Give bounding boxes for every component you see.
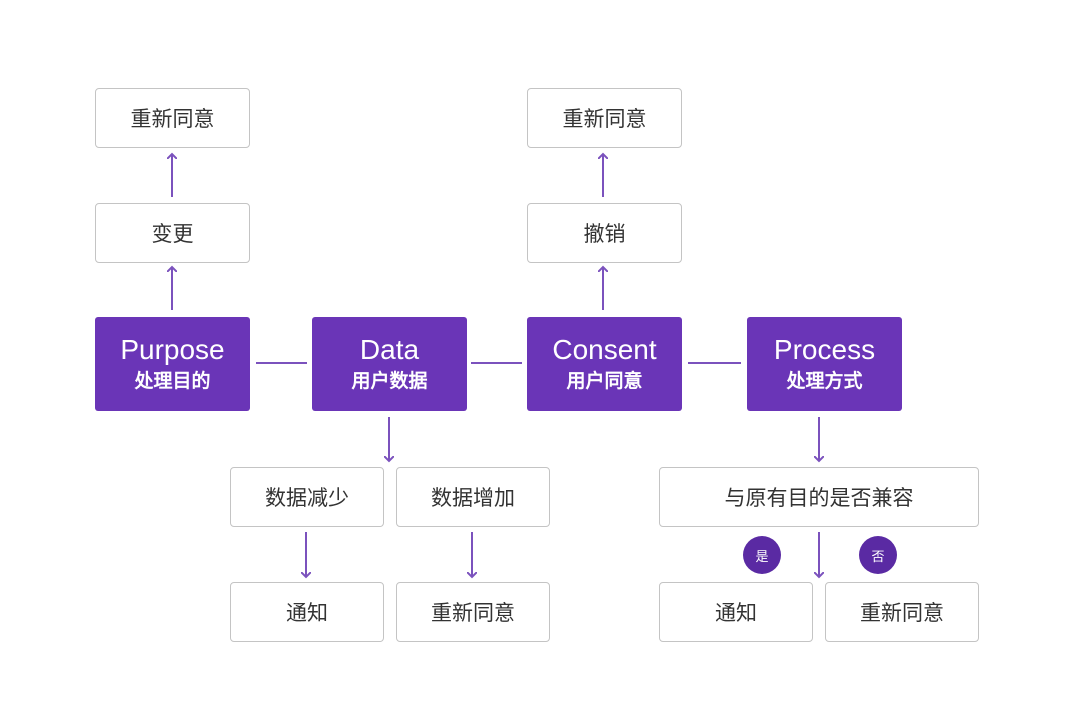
node-process-subtitle: 处理方式 <box>786 370 863 392</box>
box-consent-revoke: 撤销 <box>527 203 682 263</box>
box-purpose-reconsent: 重新同意 <box>95 88 250 148</box>
node-process: Process 处理方式 <box>747 317 902 411</box>
box-process-notify: 通知 <box>659 582 813 642</box>
node-process-title: Process <box>773 334 876 365</box>
node-consent: Consent 用户同意 <box>527 317 682 411</box>
box-process-compatible: 与原有目的是否兼容 <box>659 467 979 527</box>
box-data-notify: 通知 <box>230 582 384 642</box>
box-data-increase: 数据增加 <box>396 467 550 527</box>
box-consent-reconsent: 重新同意 <box>527 88 682 148</box>
node-data: Data 用户数据 <box>312 317 467 411</box>
node-consent-subtitle: 用户同意 <box>566 370 643 392</box>
box-data-reduce: 数据减少 <box>230 467 384 527</box>
box-process-reconsent: 重新同意 <box>825 582 979 642</box>
node-purpose: Purpose 处理目的 <box>95 317 250 411</box>
node-purpose-subtitle: 处理目的 <box>134 370 211 392</box>
badge-no: 否 <box>859 536 897 574</box>
box-data-reconsent: 重新同意 <box>396 582 550 642</box>
node-purpose-title: Purpose <box>120 334 225 365</box>
node-data-title: Data <box>359 334 420 365</box>
badge-yes: 是 <box>743 536 781 574</box>
node-data-subtitle: 用户数据 <box>351 370 428 392</box>
node-consent-title: Consent <box>552 334 657 365</box>
box-purpose-change: 变更 <box>95 203 250 263</box>
